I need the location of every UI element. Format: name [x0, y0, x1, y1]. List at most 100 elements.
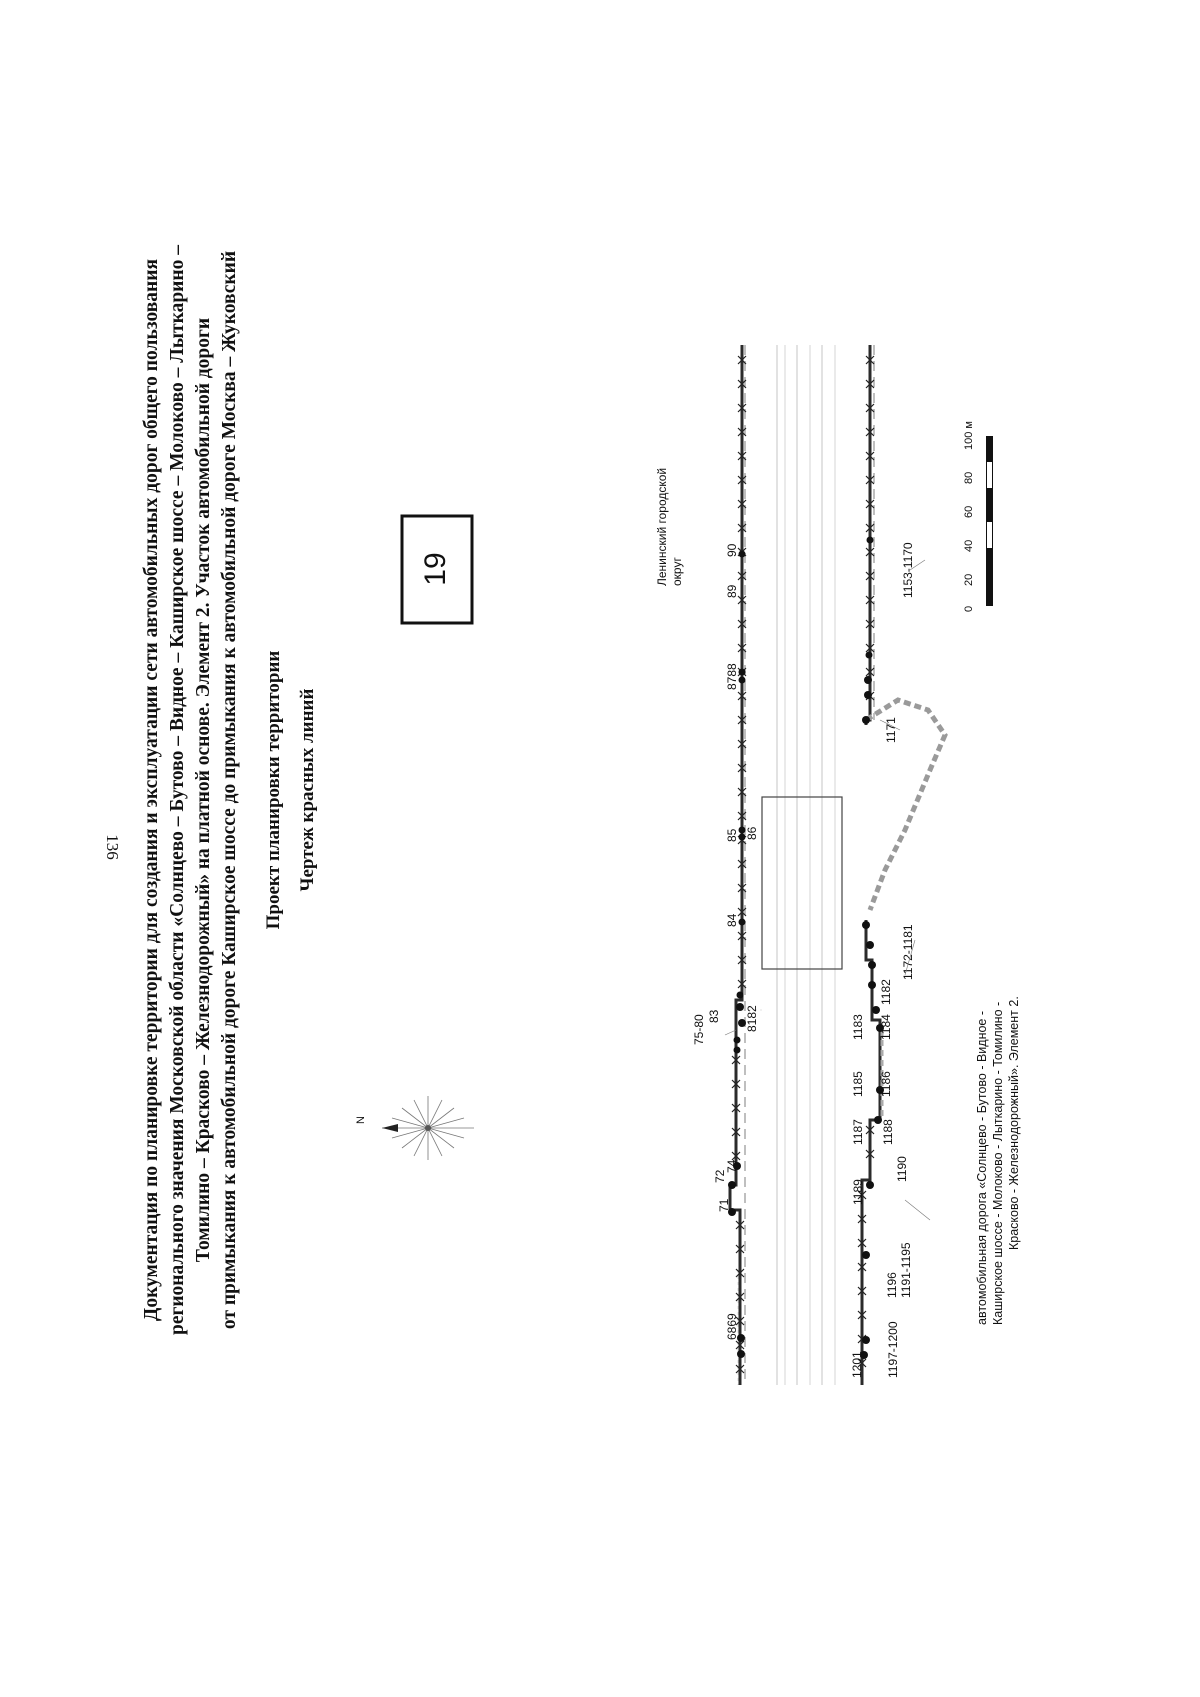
boundary-marker [857, 1214, 867, 1224]
road-caption-line-1: автомобильная дорога «Солнцево - Бутово … [975, 1011, 989, 1325]
boundary-marker [737, 595, 747, 605]
scale-tick-label: 20 [963, 574, 975, 586]
scale-tick-label: 40 [963, 540, 975, 552]
point-label: 1201 [850, 1351, 864, 1378]
road-caption: автомобильная дорога «Солнцево - Бутово … [975, 996, 1021, 1325]
point-label: 74 [725, 1159, 739, 1173]
boundary-marker [731, 1151, 741, 1161]
point-label: 1190 [895, 1156, 909, 1182]
boundary-marker [737, 571, 747, 581]
point-label: 8182 [745, 1005, 759, 1032]
boundary-marker [865, 451, 875, 461]
boundary-marker [735, 1364, 745, 1374]
point-label: 71 [717, 1198, 731, 1212]
boundary-marker [735, 1220, 745, 1230]
boundary-marker [737, 691, 747, 701]
boundary-marker [737, 451, 747, 461]
point-label: 75-80 [692, 1014, 706, 1045]
boundary-marker [737, 643, 747, 653]
point-label: 1183 [851, 1014, 865, 1040]
boundary-marker [737, 811, 747, 821]
boundary-marker [737, 379, 747, 389]
boundary-marker [737, 907, 747, 917]
point-label: 1189 [851, 1179, 865, 1205]
point-label: 72 [713, 1169, 727, 1183]
boundary-marker [731, 1079, 741, 1089]
north-label: N [355, 1116, 367, 1124]
boundary-marker [737, 355, 747, 365]
boundary-marker [737, 787, 747, 797]
point-label: 1196 [885, 1272, 899, 1298]
boundary-marker [865, 499, 875, 509]
point-label: 8788 [725, 663, 739, 690]
scale-tick-label: 0 [963, 606, 975, 612]
point-label: 90 [725, 543, 739, 557]
boundary-marker [857, 1310, 867, 1320]
road-caption-line-2: Каширское шоссе - Молоково - Лыткарино -… [991, 1002, 1005, 1325]
boundary-marker [737, 427, 747, 437]
boundary-marker [857, 1286, 867, 1296]
boundary-marker [865, 427, 875, 437]
boundary-marker [737, 859, 747, 869]
boundary-marker [737, 955, 747, 965]
boundary-marker [857, 1190, 867, 1200]
boundary-marker [735, 1244, 745, 1254]
boundary-marker [737, 523, 747, 533]
road-caption-line-3: Красково - Железнодорожный». Элемент 2. [1007, 996, 1021, 1250]
point-label: 85 [725, 828, 739, 842]
boundary-marker [735, 1340, 745, 1350]
district-label-line-2: округ [670, 557, 684, 586]
boundary-marker [735, 1292, 745, 1302]
boundary-marker [865, 355, 875, 365]
point-label: 83 [707, 1009, 721, 1023]
boundary-marker [865, 619, 875, 629]
boundary-marker [737, 979, 747, 989]
scale-bar: 0 20 40 60 80 100 м [963, 421, 993, 612]
boundary-marker [865, 475, 875, 485]
point-label: 1197-1200 [886, 1321, 900, 1378]
boundary-marker [857, 1262, 867, 1272]
point-label: 1172-1181 [901, 924, 915, 980]
boundary-marker [731, 1127, 741, 1137]
point-label: 1153-1170 [901, 542, 915, 598]
point-label: 6869 [725, 1313, 739, 1340]
boundary-marker [735, 1268, 745, 1278]
boundary-marker [865, 571, 875, 581]
point-label: 1185 [851, 1071, 865, 1097]
lower-line-labels: 1201 1197-1200 1196 1191-1195 1189 1190 … [850, 542, 915, 1378]
boundary-marker [865, 523, 875, 533]
boundary-marker [737, 763, 747, 773]
lower-red-line [857, 345, 948, 1385]
boundary-marker [737, 403, 747, 413]
boundary-marker [737, 619, 747, 629]
point-label: 1187 [851, 1119, 865, 1145]
boundary-marker [857, 1238, 867, 1248]
north-arrow-icon: N [355, 1096, 474, 1160]
point-label: 86 [745, 826, 759, 840]
scale-tick-label: 100 м [963, 421, 975, 450]
sheet-number-box: 19 [400, 514, 474, 625]
boundary-marker [731, 1103, 741, 1113]
boundary-marker [865, 547, 875, 557]
boundary-marker [737, 931, 747, 941]
upper-red-line [728, 345, 747, 1385]
boundary-marker [737, 739, 747, 749]
point-label: 1191-1195 [899, 1242, 913, 1298]
boundary-marker [865, 595, 875, 605]
detail-frame [761, 796, 843, 970]
boundary-marker [731, 1055, 741, 1065]
district-label-line-1: Ленинский городской [655, 468, 669, 586]
boundary-marker [865, 1149, 875, 1159]
boundary-marker [737, 499, 747, 509]
scale-tick-label: 60 [963, 506, 975, 518]
leader-lines [724, 559, 931, 1221]
boundary-marker [857, 1358, 867, 1368]
point-label: 1184 [879, 1014, 893, 1040]
boundary-marker [865, 403, 875, 413]
guide-lines [737, 1009, 762, 1385]
boundary-marker [865, 379, 875, 389]
boundary-marker [865, 643, 875, 653]
boundary-marker [865, 667, 875, 677]
